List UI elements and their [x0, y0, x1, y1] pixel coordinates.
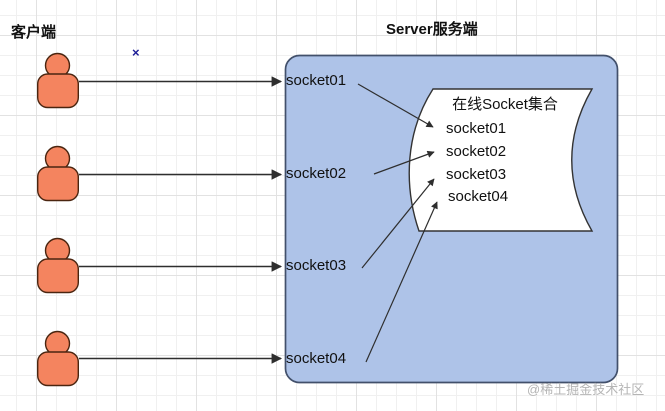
socket02-to-collection-arrow: [373, 150, 435, 175]
client-user-icon: [37, 145, 80, 202]
client-user-icon: [37, 52, 80, 109]
server-socket01-label: socket01: [286, 72, 347, 89]
client-user-icon: [37, 237, 80, 294]
client-user-icon: [37, 330, 80, 387]
server-socket04-label: socket04: [286, 350, 347, 367]
socket04-to-collection-arrow: [365, 201, 438, 363]
collection-item-socket02: socket02: [446, 143, 507, 160]
collection-item-socket01: socket01: [446, 120, 507, 137]
cross-mark-icon: ×: [132, 45, 140, 60]
collection-title: 在线Socket集合: [452, 96, 558, 113]
collection-item-socket03: socket03: [446, 166, 507, 183]
server-side-title: Server服务端: [386, 21, 478, 38]
socket-collection-shape: [408, 88, 594, 232]
socket03-to-collection-arrow: [361, 178, 435, 269]
watermark: @稀土掘金技术社区: [527, 382, 645, 397]
server-socket03-label: socket03: [286, 257, 347, 274]
collection-item-socket04: socket04: [448, 188, 509, 205]
server-socket02-label: socket02: [286, 165, 347, 182]
client-side-title: 客户端: [11, 24, 57, 41]
socket01-to-collection-arrow: [357, 83, 434, 128]
